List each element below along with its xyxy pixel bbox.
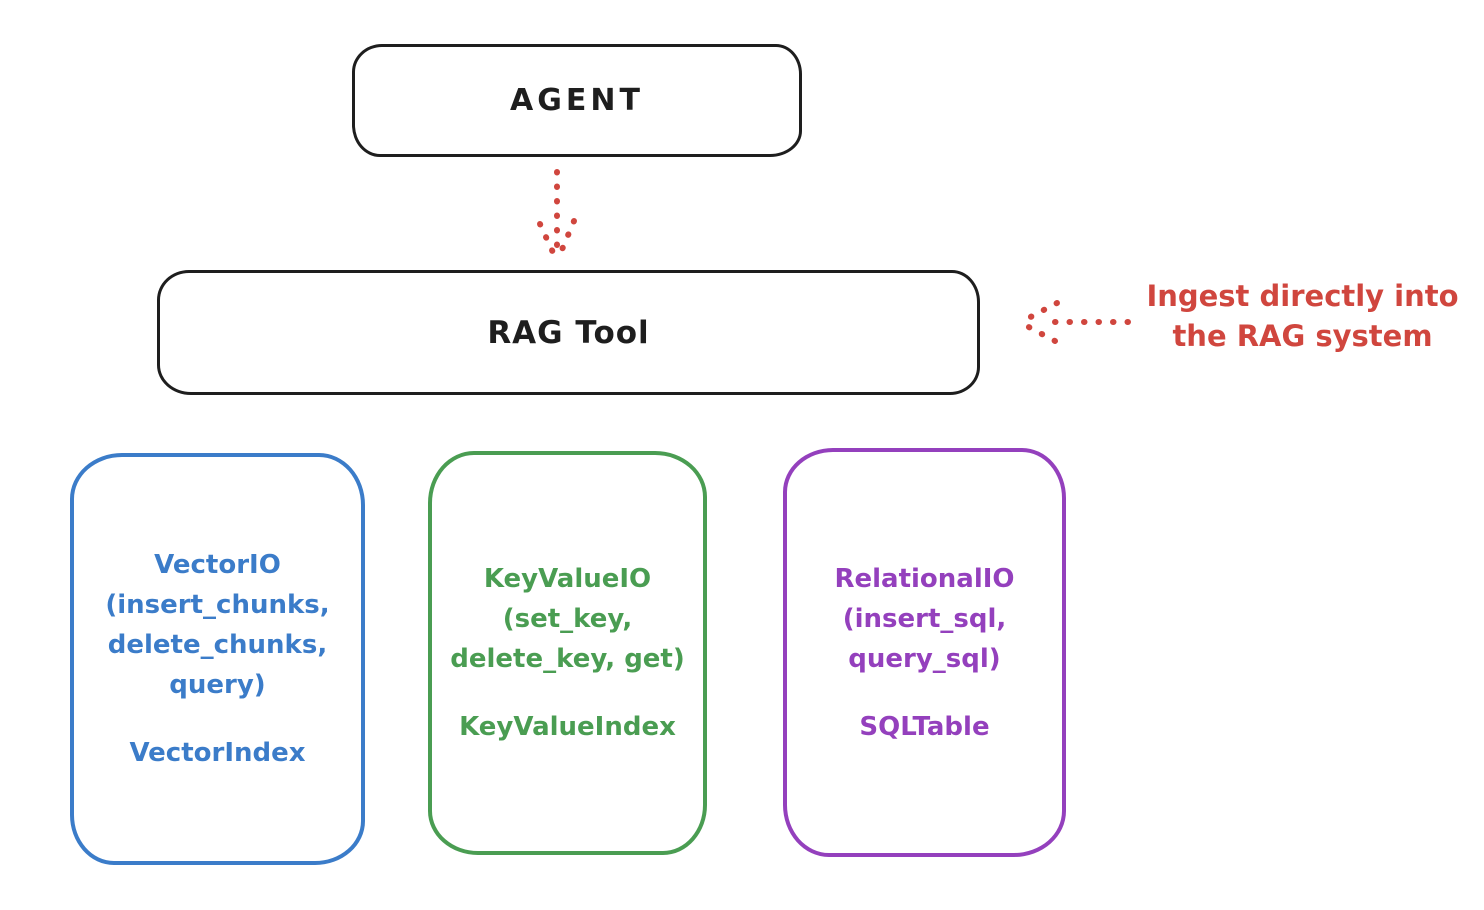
dotted-left-arrow-icon: [1020, 300, 1131, 344]
keyvalue-io-line: delete_key, get): [450, 644, 685, 674]
vector-io-signature: VectorIO (insert_chunks, delete_chunks, …: [105, 545, 329, 705]
rag-tool-label: RAG Tool: [487, 314, 650, 351]
relational-io-line: RelationalIO: [834, 563, 1015, 594]
relational-io-line: query_sql): [848, 643, 1001, 674]
keyvalue-io-line: (set_key,: [502, 604, 633, 634]
vector-index-label: VectorIndex: [129, 738, 306, 768]
relational-io-line: (insert_sql,: [842, 603, 1007, 634]
dotted-down-arrow-icon: [537, 169, 577, 262]
annotation-line-1: Ingest directly into: [1146, 279, 1459, 313]
rag-tool-box: RAG Tool: [157, 270, 980, 395]
vector-io-line: (insert_chunks,: [105, 590, 330, 620]
keyvalue-io-line: KeyValueIO: [483, 564, 652, 594]
relational-io-signature: RelationalIO (insert_sql, query_sql): [834, 559, 1014, 679]
relational-io-box: RelationalIO (insert_sql, query_sql) SQL…: [783, 448, 1066, 857]
annotation-ingest: Ingest directly into the RAG system: [1130, 276, 1475, 356]
agent-box: AGENT: [352, 44, 802, 157]
keyvalue-io-box: KeyValueIO (set_key, delete_key, get) Ke…: [428, 451, 707, 855]
keyvalue-io-signature: KeyValueIO (set_key, delete_key, get): [450, 559, 685, 679]
vector-io-box: VectorIO (insert_chunks, delete_chunks, …: [70, 453, 365, 865]
vector-io-line: VectorIO: [154, 550, 281, 580]
vector-io-line: delete_chunks,: [107, 630, 328, 660]
keyvalue-index-label: KeyValueIndex: [459, 712, 676, 742]
annotation-line-2: the RAG system: [1172, 319, 1433, 353]
sql-table-label: SQLTable: [859, 711, 990, 742]
vector-io-line: query): [169, 670, 266, 700]
agent-label: AGENT: [510, 83, 644, 118]
